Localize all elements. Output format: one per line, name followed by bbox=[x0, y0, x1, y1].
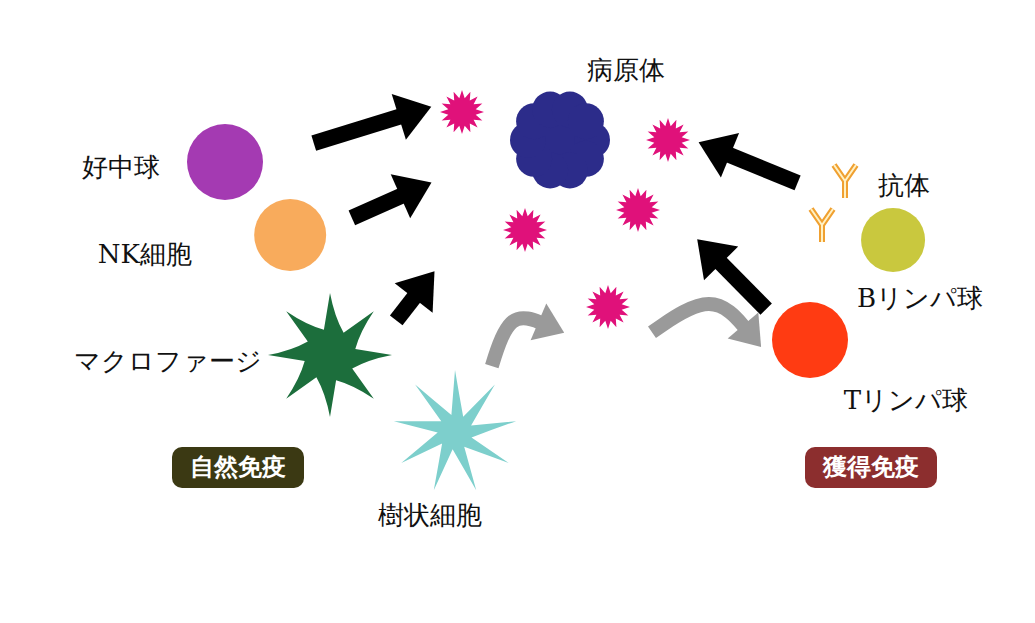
t-lymphocyte: Tリンパ球 bbox=[769, 299, 971, 419]
nk-cell: NK細胞 bbox=[95, 196, 329, 274]
cell-label: 病原体 bbox=[587, 55, 665, 86]
antigen-presentation-arrow bbox=[652, 304, 761, 347]
cell-circle bbox=[254, 199, 326, 271]
pathogen-star bbox=[616, 188, 660, 232]
arrow-shaft bbox=[721, 151, 798, 183]
antibody-icon bbox=[834, 165, 856, 198]
region-title: 自然免疫 bbox=[172, 447, 304, 488]
arrow-head bbox=[392, 94, 432, 140]
cell-label: Tリンパ球 bbox=[844, 385, 968, 416]
cell-circle bbox=[772, 302, 848, 378]
attack-arrow bbox=[699, 133, 798, 183]
arrow-head bbox=[531, 303, 565, 340]
cell-label: 好中球 bbox=[82, 152, 160, 183]
pathogen-cluster: 病原体 bbox=[437, 52, 693, 332]
region-ellipse bbox=[0, 0, 647, 623]
innate-immunity-region: 自然免疫 好中球 NK細胞マクロファージ樹状細胞 bbox=[0, 76, 552, 594]
pathogen-star bbox=[440, 90, 484, 134]
cell-circle bbox=[187, 124, 263, 200]
attack-arrow bbox=[314, 94, 432, 143]
cell-label: Bリンパ球 bbox=[857, 283, 983, 314]
cell-shape bbox=[437, 52, 693, 332]
cell-pinwheel bbox=[268, 293, 392, 417]
region-shape bbox=[708, 140, 1016, 560]
cell-pinwheel bbox=[394, 370, 516, 490]
arrow-head bbox=[395, 271, 435, 313]
attack-arrow bbox=[395, 271, 435, 320]
macrophage-cell: マクロファージ bbox=[71, 290, 395, 420]
acquired-immunity-region: 獲得免疫 抗体 Bリンパ球 Tリンパ球 bbox=[708, 140, 1016, 560]
cell-circle bbox=[861, 208, 925, 272]
neutrophil-cell: 好中球 bbox=[79, 121, 266, 203]
antibody-icon bbox=[811, 209, 833, 242]
dendritic-cell: 樹状細胞 bbox=[375, 367, 520, 534]
region-ellipse bbox=[674, 116, 1035, 584]
b-lymphocyte: Bリンパ球 bbox=[854, 205, 986, 317]
arrow-head bbox=[699, 133, 740, 177]
cell-label: 抗体 bbox=[878, 170, 930, 201]
arrow-shaft bbox=[652, 304, 748, 332]
cell-label: NK細胞 bbox=[98, 239, 192, 270]
pathogen-star bbox=[586, 285, 630, 329]
arrow-shaft bbox=[314, 114, 409, 143]
attack-arrow bbox=[352, 174, 432, 218]
antigen-presentation-arrow bbox=[492, 303, 564, 366]
region-title: 獲得免疫 bbox=[805, 447, 937, 488]
pathogen-star bbox=[503, 208, 547, 252]
pathogen-blob bbox=[510, 92, 610, 189]
arrow-head bbox=[697, 239, 738, 280]
arrow-head bbox=[391, 174, 432, 218]
cell-label: 樹状細胞 bbox=[378, 500, 482, 531]
arrow-head bbox=[728, 313, 761, 347]
cell-label: マクロファージ bbox=[74, 346, 262, 377]
pathogen-star bbox=[646, 118, 690, 162]
